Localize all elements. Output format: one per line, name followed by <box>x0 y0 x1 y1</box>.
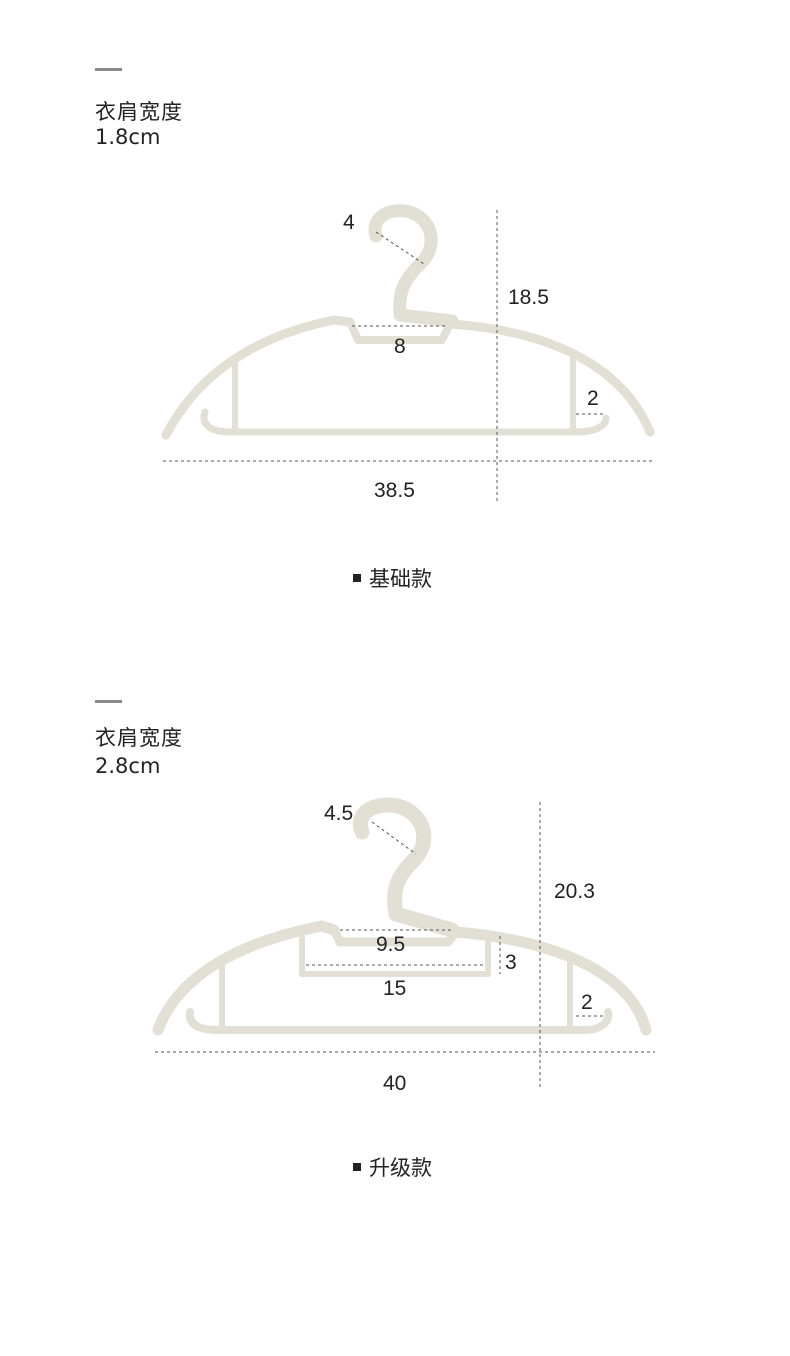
section-divider-bar <box>95 68 122 71</box>
hanger-shape <box>152 797 652 1036</box>
hanger-shape <box>161 204 655 440</box>
model-name: 基础款 <box>369 567 432 591</box>
height-label: 20.3 <box>554 880 595 903</box>
hanger-diagram-upgraded: 4.5 9.5 20.3 3 15 2 40 <box>152 797 655 1095</box>
bullet-square-icon <box>353 574 361 582</box>
dimension-lines <box>155 802 655 1088</box>
section-divider-bar <box>95 700 122 703</box>
neck-width-label: 9.5 <box>376 933 405 956</box>
section-basic: 衣肩宽度 1.8cm 4 8 18.5 2 38.5 <box>0 0 790 640</box>
section-title: 衣肩宽度 <box>95 726 183 750</box>
shoulder-width-value: 1.8cm <box>95 125 161 149</box>
height-label: 18.5 <box>508 286 549 309</box>
model-caption: 升级款 <box>353 1152 432 1182</box>
end-width-label: 2 <box>587 387 599 410</box>
neck-width-label: 8 <box>394 335 406 358</box>
section-upgraded: 衣肩宽度 2.8cm 4.5 <box>0 640 790 1356</box>
section-title: 衣肩宽度 <box>95 100 183 124</box>
inner-width-label: 15 <box>383 977 406 1000</box>
shoulder-width-value: 2.8cm <box>95 754 161 778</box>
bullet-square-icon <box>353 1163 361 1171</box>
dimension-lines <box>163 210 655 502</box>
end-width-label: 2 <box>581 991 593 1014</box>
inner-height-label: 3 <box>505 951 517 974</box>
model-name: 升级款 <box>369 1156 432 1180</box>
model-caption: 基础款 <box>353 563 432 593</box>
total-width-label: 38.5 <box>374 479 415 502</box>
total-width-label: 40 <box>383 1072 406 1095</box>
hook-diameter-label: 4.5 <box>324 802 353 825</box>
hook-diameter-label: 4 <box>343 211 355 234</box>
hanger-diagram-basic: 4 8 18.5 2 38.5 <box>161 204 655 502</box>
